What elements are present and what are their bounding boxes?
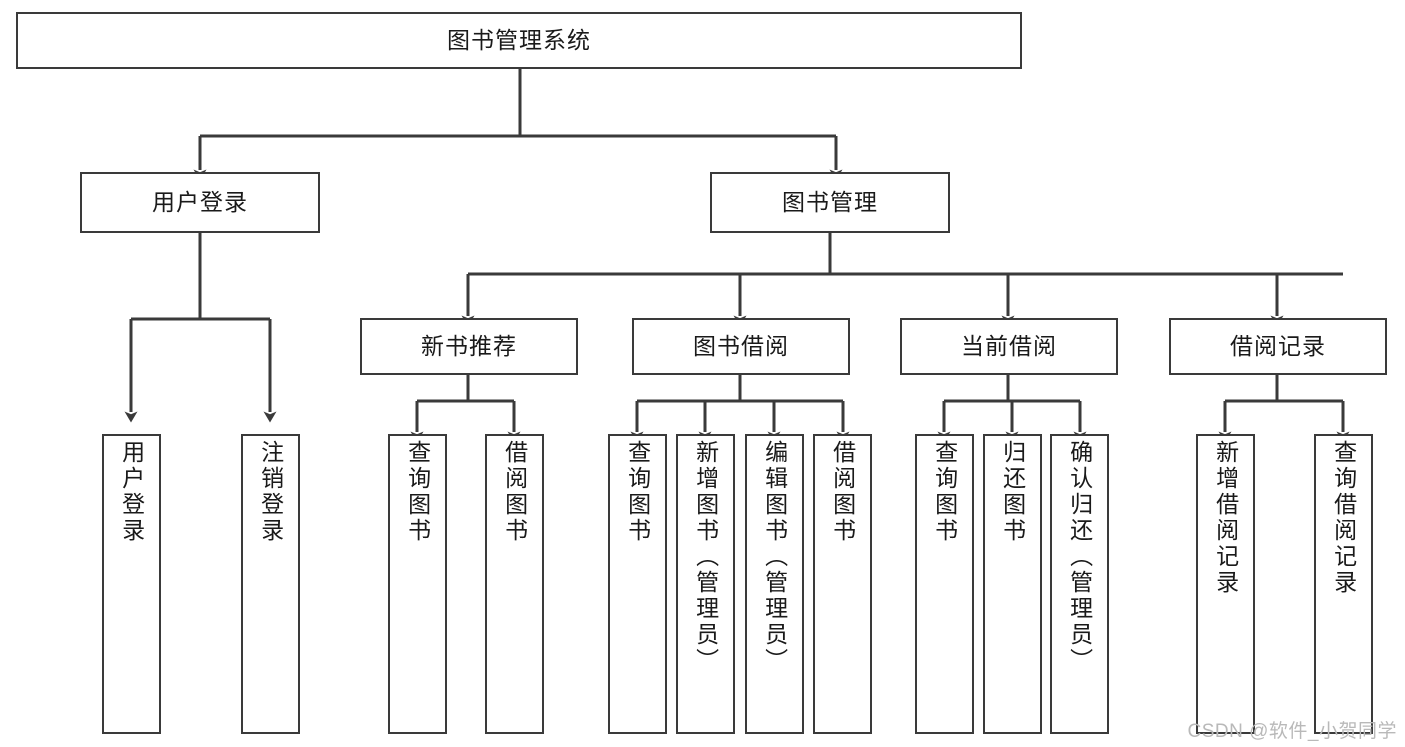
leaf-user-login-label: 用户登录 xyxy=(118,440,145,544)
leaf-query-book-2[interactable]: 查询图书 xyxy=(608,434,667,734)
leaf-user-logout-label: 注销登录 xyxy=(257,440,284,544)
leaf-query-book-2-label: 查询图书 xyxy=(624,440,651,544)
node-user-login-label: 用户登录 xyxy=(152,189,248,215)
node-book-management-label: 图书管理 xyxy=(782,189,878,215)
leaf-borrow-book-1[interactable]: 借阅图书 xyxy=(485,434,544,734)
leaf-add-book-label: 新增图书（管理员） xyxy=(692,440,719,674)
node-book-borrow-label: 图书借阅 xyxy=(693,333,789,359)
leaf-confirm-return-label: 确认归还（管理员） xyxy=(1066,440,1093,674)
node-root[interactable]: 图书管理系统 xyxy=(16,12,1022,69)
leaf-query-book-1[interactable]: 查询图书 xyxy=(388,434,447,734)
leaf-query-book-1-label: 查询图书 xyxy=(404,440,431,544)
leaf-query-record-label: 查询借阅记录 xyxy=(1330,440,1357,596)
leaf-query-book-3-label: 查询图书 xyxy=(931,440,958,544)
node-book-management[interactable]: 图书管理 xyxy=(710,172,950,233)
leaf-return-book[interactable]: 归还图书 xyxy=(983,434,1042,734)
leaf-query-record[interactable]: 查询借阅记录 xyxy=(1314,434,1373,734)
leaf-add-record[interactable]: 新增借阅记录 xyxy=(1196,434,1255,734)
leaf-borrow-book-1-label: 借阅图书 xyxy=(501,440,528,544)
node-borrow-record-label: 借阅记录 xyxy=(1230,333,1326,359)
leaf-return-book-label: 归还图书 xyxy=(999,440,1026,544)
leaf-edit-book-label: 编辑图书（管理员） xyxy=(761,440,788,674)
node-book-borrow[interactable]: 图书借阅 xyxy=(632,318,850,375)
node-current-borrow[interactable]: 当前借阅 xyxy=(900,318,1118,375)
leaf-borrow-book-2[interactable]: 借阅图书 xyxy=(813,434,872,734)
node-current-borrow-label: 当前借阅 xyxy=(961,333,1057,359)
node-new-book-recommend-label: 新书推荐 xyxy=(421,333,517,359)
leaf-user-logout[interactable]: 注销登录 xyxy=(241,434,300,734)
node-borrow-record[interactable]: 借阅记录 xyxy=(1169,318,1387,375)
leaf-add-record-label: 新增借阅记录 xyxy=(1212,440,1239,596)
watermark-text: CSDN @软件_小贺同学 xyxy=(1187,721,1397,742)
leaf-borrow-book-2-label: 借阅图书 xyxy=(829,440,856,544)
leaf-confirm-return[interactable]: 确认归还（管理员） xyxy=(1050,434,1109,734)
node-new-book-recommend[interactable]: 新书推荐 xyxy=(360,318,578,375)
leaf-query-book-3[interactable]: 查询图书 xyxy=(915,434,974,734)
leaf-edit-book[interactable]: 编辑图书（管理员） xyxy=(745,434,804,734)
leaf-add-book[interactable]: 新增图书（管理员） xyxy=(676,434,735,734)
node-user-login[interactable]: 用户登录 xyxy=(80,172,320,233)
leaf-user-login[interactable]: 用户登录 xyxy=(102,434,161,734)
node-root-label: 图书管理系统 xyxy=(447,27,591,53)
